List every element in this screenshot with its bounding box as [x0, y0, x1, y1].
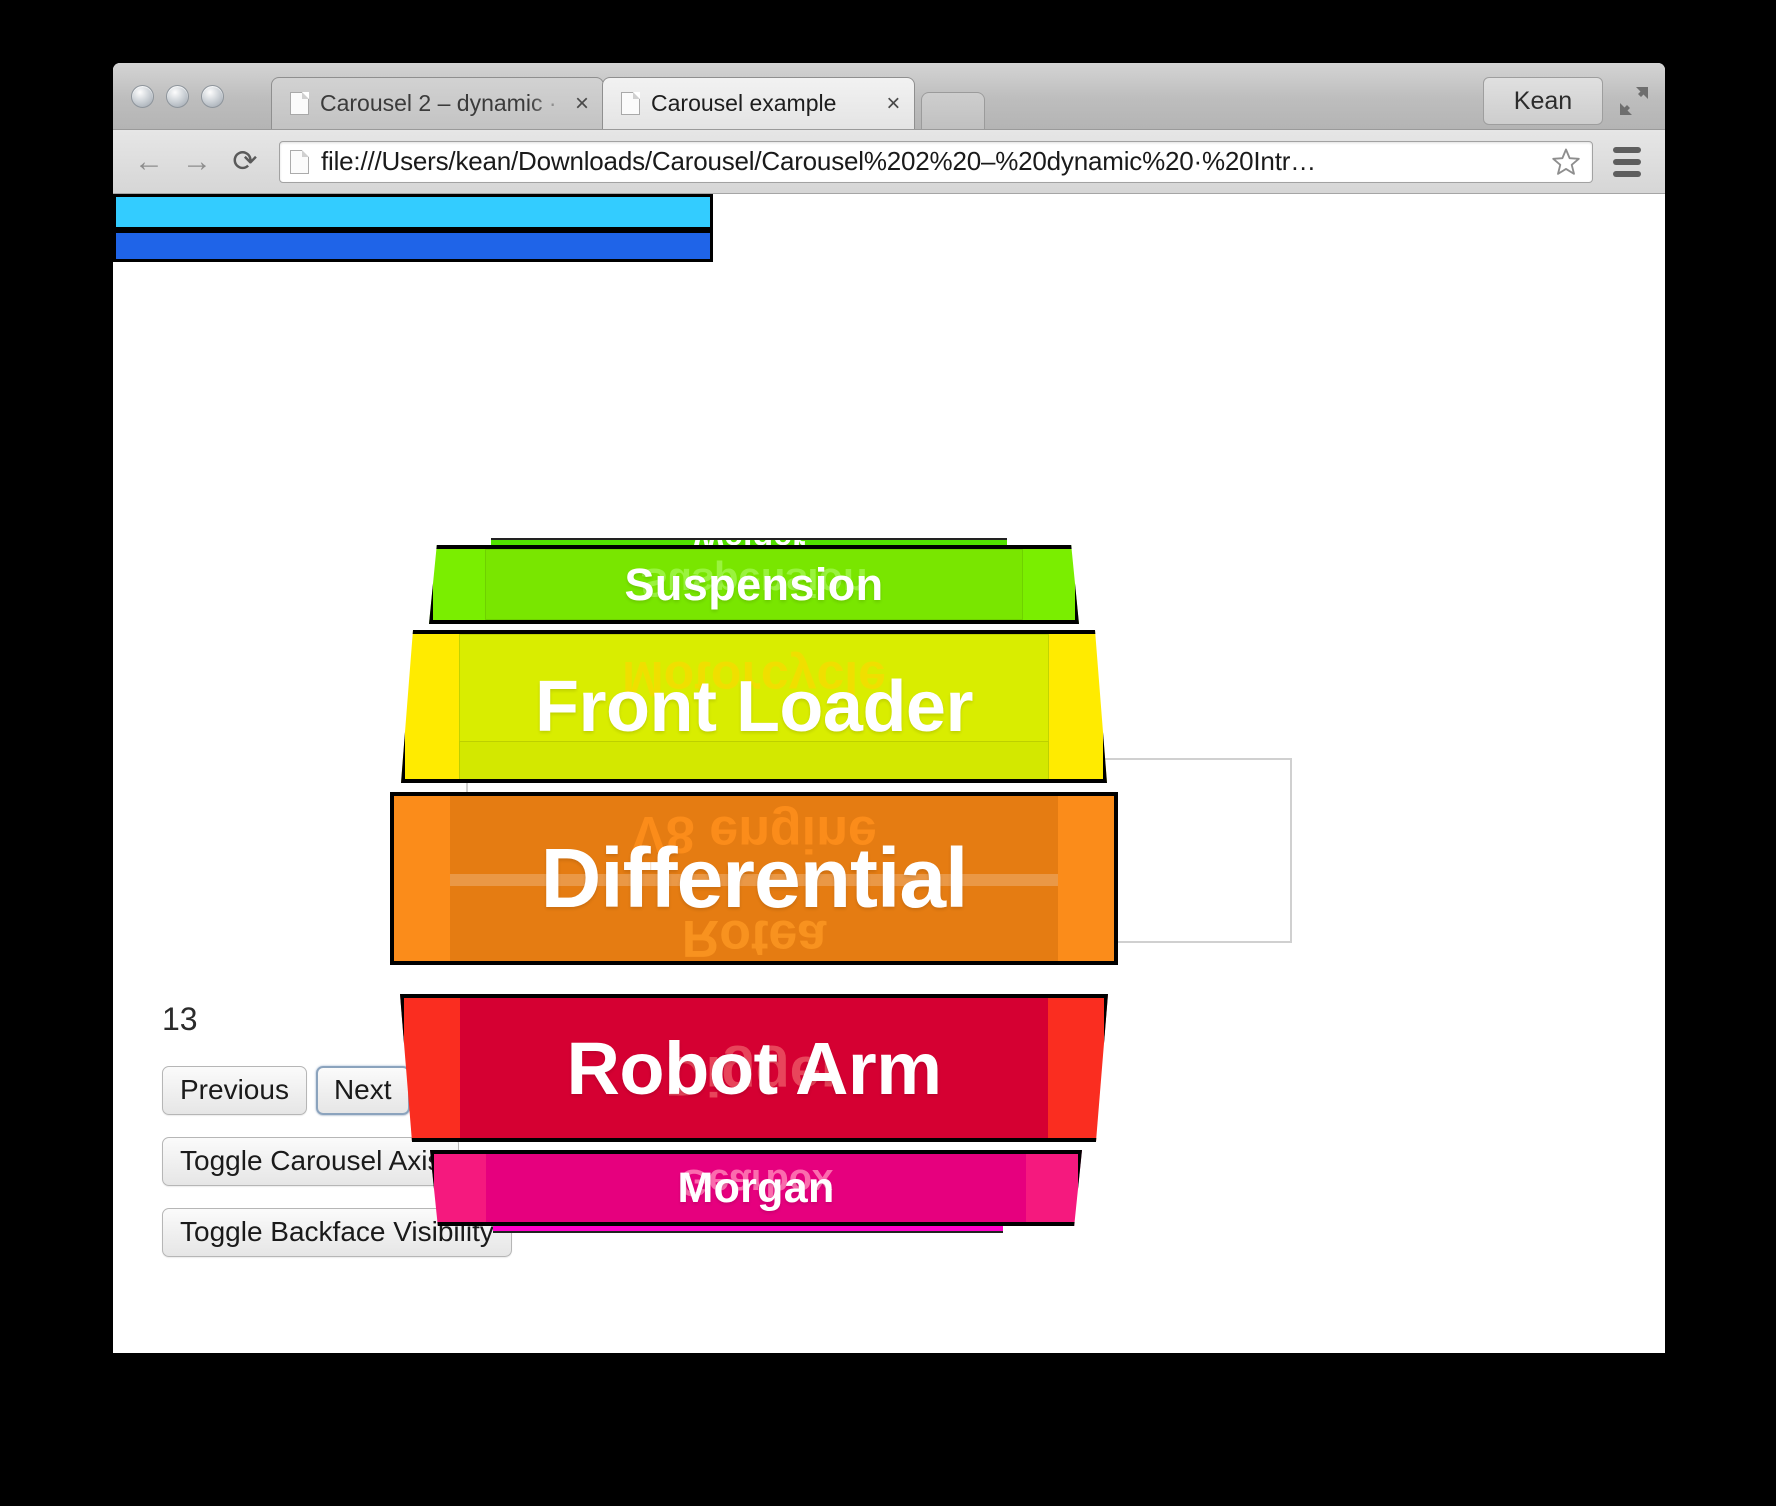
previous-button[interactable]: Previous — [162, 1066, 307, 1116]
profile-area: Kean — [1483, 77, 1651, 125]
panel-ghost-label: Suspension — [640, 560, 868, 604]
hamburger-menu-icon[interactable] — [1605, 140, 1649, 184]
carousel-panel-edge-cyan: V8 engine — [113, 194, 998, 230]
forward-icon[interactable]: → — [182, 144, 212, 178]
toggle-axis-row: Toggle Carousel Axis — [162, 1137, 582, 1187]
reload-icon[interactable]: ⟳ — [232, 145, 258, 178]
url-text: file:///Users/kean/Downloads/Carousel/Ca… — [321, 146, 1316, 176]
toggle-carousel-axis-button[interactable]: Toggle Carousel Axis — [162, 1137, 460, 1187]
panel-label: Front Loader — [535, 666, 974, 747]
toggle-backface-row: Toggle Backface Visibility — [162, 1208, 582, 1258]
document-icon — [621, 92, 641, 115]
carousel-panel-back-top: Welder — [491, 538, 1007, 554]
fullscreen-expand-icon[interactable] — [1617, 84, 1651, 118]
tab-list: Carousel 2 – dynamic · Intr × Carousel e… — [271, 77, 986, 129]
zoom-window-button[interactable] — [201, 85, 224, 108]
panel-ghost-label: Motorcycle — [622, 651, 886, 707]
document-icon — [290, 149, 309, 174]
minimize-window-button[interactable] — [166, 85, 189, 108]
close-icon[interactable]: × — [886, 89, 901, 117]
document-icon — [290, 92, 309, 115]
tab-title: Carousel example — [651, 90, 837, 116]
panel-label: Suspension — [624, 558, 884, 610]
toggle-backface-visibility-button[interactable]: Toggle Backface Visibility — [162, 1208, 512, 1258]
tab-carousel-2-dynamic[interactable]: Carousel 2 – dynamic · Intr × — [271, 77, 605, 129]
carousel-index-counter: 13 — [162, 1001, 198, 1037]
panel-ghost-label: V8 engine — [780, 194, 998, 223]
star-icon[interactable] — [1550, 146, 1582, 178]
back-icon[interactable]: ← — [134, 144, 164, 178]
carousel-panel-suspension[interactable]: Suspension Suspension — [429, 545, 1079, 624]
close-icon[interactable]: × — [575, 89, 590, 117]
panel-inner-face — [459, 634, 1049, 745]
carousel-panel-edge-blue — [113, 230, 713, 262]
window-traffic-lights — [131, 85, 224, 108]
carousel-frame — [466, 758, 1292, 943]
new-tab-button[interactable] — [921, 92, 986, 129]
tab-carousel-example[interactable]: Carousel example × — [602, 77, 916, 129]
panel-inner-face — [485, 549, 1023, 620]
tab-title: Carousel 2 – dynamic · Intr — [320, 90, 563, 116]
panel-ghost-label: Welder — [491, 540, 1007, 554]
page-content: Welder Suspension Suspension Motorcycle … — [113, 194, 1665, 1352]
browser-toolbar: ← → ⟳ file:///Users/kean/Downloads/Carou… — [113, 130, 1665, 194]
carousel-controls: 13 Previous Next Toggle Carousel Axis To… — [162, 1003, 582, 1279]
profile-button[interactable]: Kean — [1483, 77, 1603, 125]
panel-label: Morgan — [677, 1163, 835, 1212]
address-bar[interactable]: file:///Users/kean/Downloads/Carousel/Ca… — [279, 140, 1593, 183]
prev-next-row: Previous Next — [162, 1066, 582, 1116]
panel-label: Robot Arm — [566, 1026, 942, 1110]
tab-strip: Carousel 2 – dynamic · Intr × Carousel e… — [113, 63, 1665, 130]
close-window-button[interactable] — [131, 85, 154, 108]
browser-window: Carousel 2 – dynamic · Intr × Carousel e… — [113, 63, 1665, 1353]
next-button[interactable]: Next — [315, 1066, 410, 1116]
